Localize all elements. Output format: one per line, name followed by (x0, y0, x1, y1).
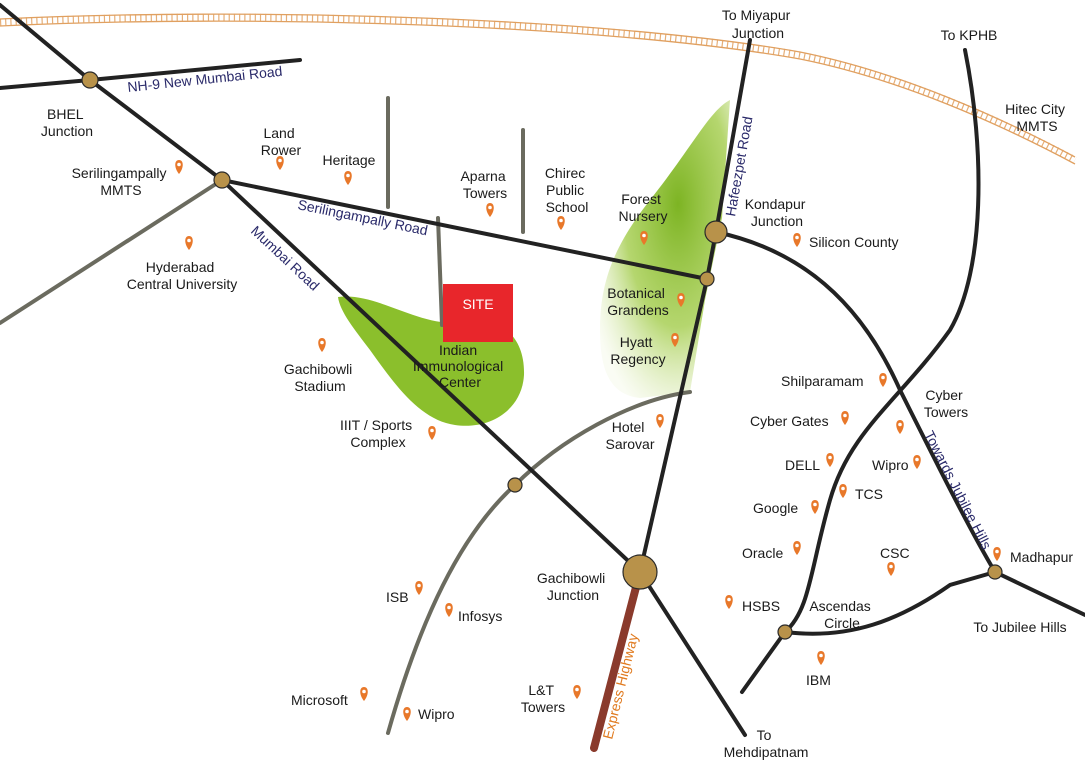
cyber-towers-label: Cyber Towers (924, 387, 968, 420)
iiit-junction-marker (507, 477, 523, 493)
ascendas-circle-marker (777, 624, 793, 640)
pin-icon (826, 453, 834, 467)
ibm-label: IBM (806, 672, 831, 688)
hotel-sarovar-label: Hotel Sarovar (605, 419, 654, 452)
ascendas-circle-label: Ascendas Circle (809, 598, 874, 631)
botanical-gardens-label: Botanical Grandens (607, 285, 668, 318)
site-label: SITE (462, 296, 493, 312)
microsoft-label: Microsoft (291, 692, 348, 708)
isb-label: ISB (386, 589, 409, 605)
hyderabad-central-university-label: Hyderabad Central University (127, 259, 237, 292)
kondapur-junction-marker (704, 220, 728, 244)
pin-icon (185, 236, 193, 250)
shilparamam-label: Shilparamam (781, 373, 863, 389)
pin-icon (344, 171, 352, 185)
pin-icon (573, 685, 581, 699)
to-kphb-label: To KPHB (941, 27, 998, 43)
google-label: Google (753, 500, 798, 516)
infosys-label: Infosys (458, 608, 502, 624)
aparna-towers-label: Aparna Towers (460, 168, 509, 201)
csc-label: CSC (880, 545, 910, 561)
tcs-label: TCS (855, 486, 883, 502)
bhel-junction-marker (81, 71, 99, 89)
dell-label: DELL (785, 457, 820, 473)
botanical-junction-marker (699, 271, 715, 287)
pin-icon (428, 426, 436, 440)
land-rower-label: Land Rower (261, 125, 302, 158)
pin-icon (841, 411, 849, 425)
pin-icon (725, 595, 733, 609)
pin-icon (415, 581, 423, 595)
heritage-label: Heritage (323, 152, 376, 168)
pin-icon (175, 160, 183, 174)
road-label-mumbai: Mumbai Road (248, 222, 323, 293)
forest-nursery-label: Forest Nursery (618, 191, 667, 224)
road-label-towards-jubilee: Towards Jubilee Hills (921, 428, 995, 552)
pin-icon (445, 603, 453, 617)
pin-icon (811, 500, 819, 514)
pin-icon (913, 455, 921, 469)
pin-icon (896, 420, 904, 434)
pin-icon (817, 651, 825, 665)
site-marker (443, 284, 513, 342)
immunological-center-label: Indian Immunological Center (413, 342, 507, 390)
gachibowli-junction-marker (622, 554, 658, 590)
madhapur-label: Madhapur (1010, 549, 1073, 565)
madhapur-junction-marker (987, 564, 1003, 580)
pin-icon (276, 156, 284, 170)
iiit-sports-complex-label: IIIT / Sports Complex (340, 417, 416, 450)
hitec-city-mmts-label: Hitec City MMTS (1005, 101, 1069, 134)
oracle-label: Oracle (742, 545, 783, 561)
pin-icon (360, 687, 368, 701)
railway-line (0, 13, 1077, 165)
serilingampally-junction-marker (213, 171, 231, 189)
pin-icon (557, 216, 565, 230)
pin-icon (403, 707, 411, 721)
bhel-junction-label: BHEL Junction (41, 106, 93, 139)
lt-towers-label: L&T Towers (521, 682, 565, 715)
to-jubilee-hills-label: To Jubilee Hills (973, 619, 1066, 635)
junctions (81, 71, 1003, 640)
hyatt-regency-label: Hyatt Regency (610, 334, 665, 367)
pin-icon (318, 338, 326, 352)
wipro-east-label: Wipro (872, 457, 909, 473)
to-mehdipatnam-label: To Mehdipatnam (724, 727, 809, 760)
kondapur-junction-label: Kondapur Junction (745, 196, 810, 229)
pin-icon (879, 373, 887, 387)
express-highway (590, 568, 644, 752)
pin-icon (656, 414, 664, 428)
cyber-gates-label: Cyber Gates (750, 413, 829, 429)
pin-icon (793, 233, 801, 247)
silicon-county-label: Silicon County (809, 234, 899, 250)
gachibowli-stadium-label: Gachibowli Stadium (284, 361, 356, 394)
pin-icon (793, 541, 801, 555)
wipro-south-label: Wipro (418, 706, 455, 722)
pin-icon (486, 203, 494, 217)
main-roads (0, 3, 1085, 737)
hsbs-label: HSBS (742, 598, 780, 614)
serilingampally-mmts-label: Serilingampally MMTS (72, 165, 171, 198)
pin-icon (993, 547, 1001, 561)
pin-icon (839, 484, 847, 498)
gachibowli-junction-label: Gachibowli Junction (537, 570, 609, 603)
to-miyapur-label: To Miyapur Junction (722, 7, 794, 41)
chirec-school-label: Chirec Public School (545, 165, 589, 215)
pin-icon (887, 562, 895, 576)
